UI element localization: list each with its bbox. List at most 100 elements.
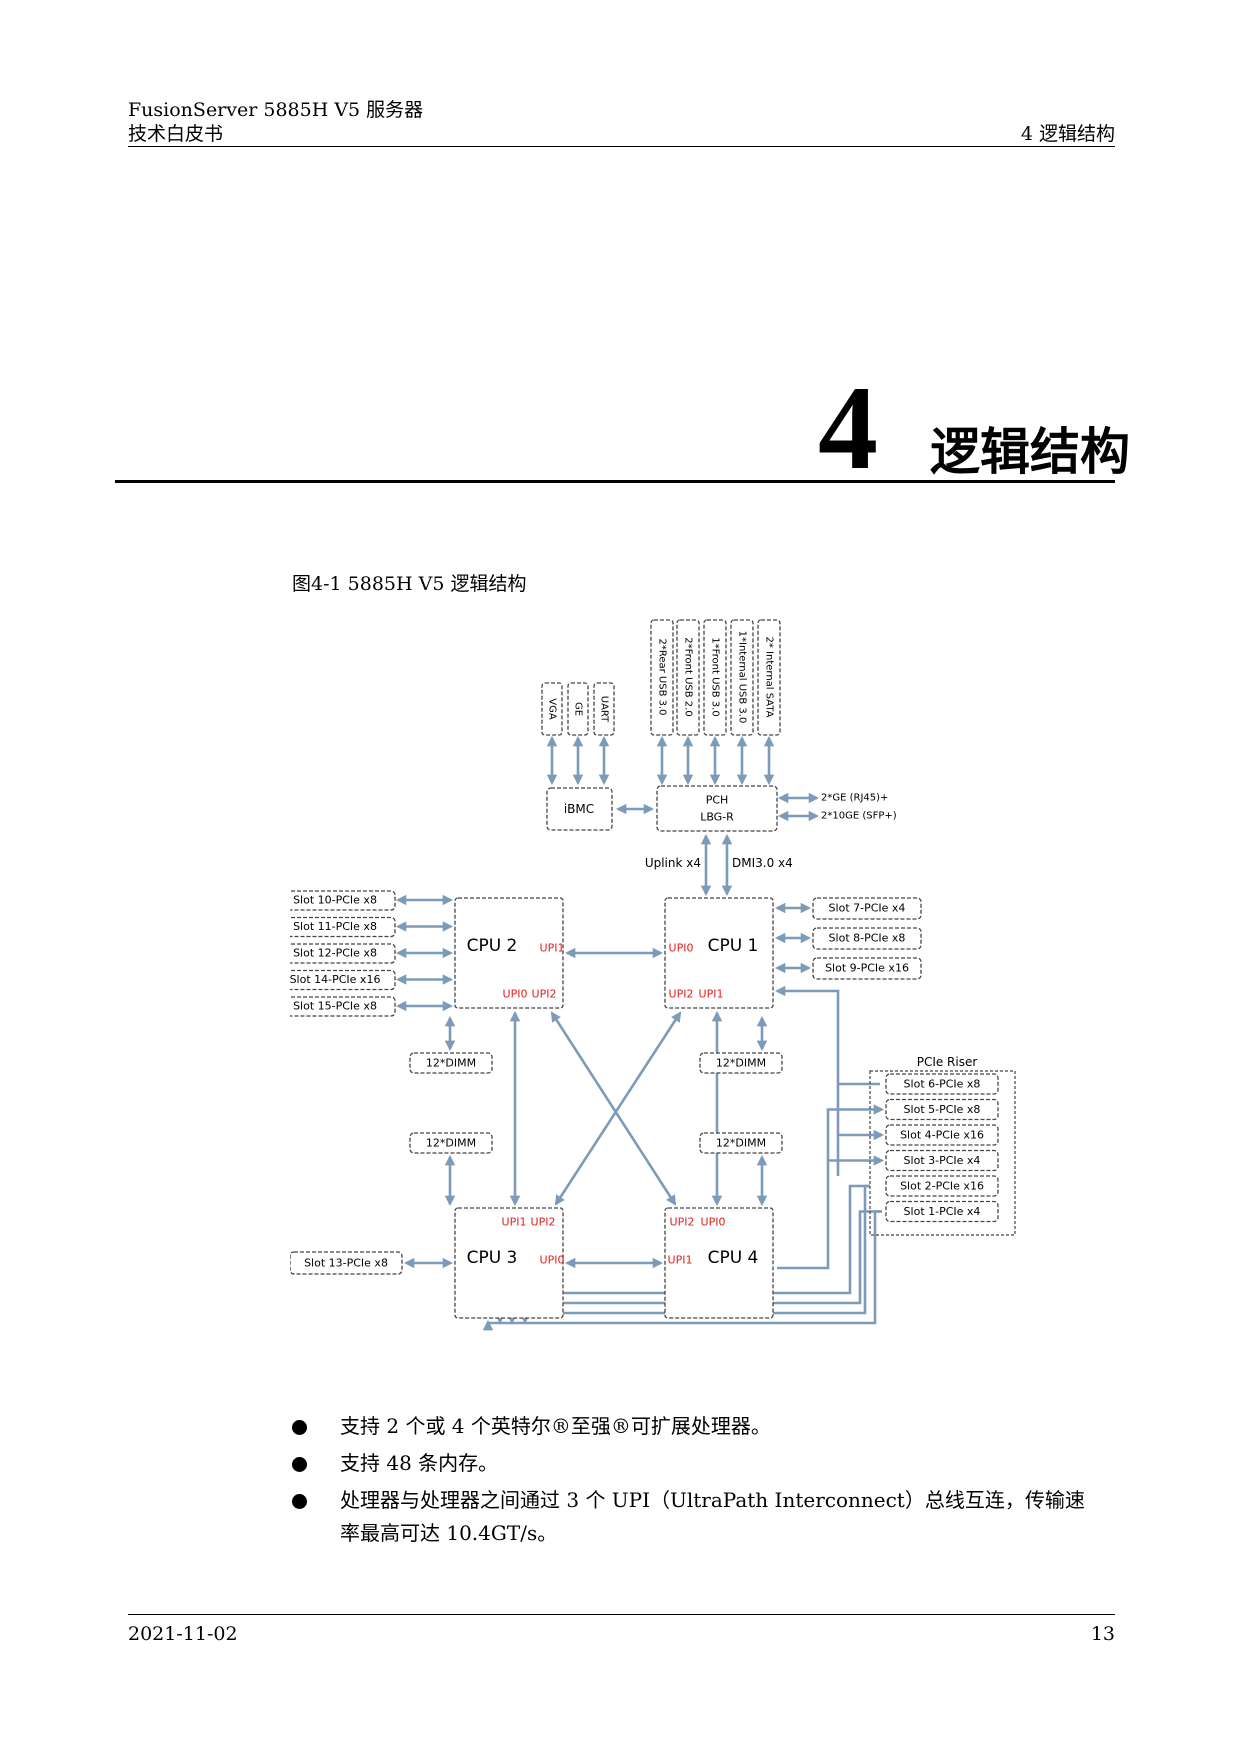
ibmc-box: [546, 787, 613, 831]
cpu2-slot-label: Slot 15-PCIe x8: [293, 1000, 377, 1013]
cpu1-upi-label: UPI0: [669, 942, 694, 955]
pch-ge-label: 2*GE (RJ45)+: [821, 793, 888, 804]
ibmc-port-label: GE: [573, 702, 584, 716]
dimm-label: 12*DIMM: [426, 1137, 476, 1150]
cpu2-slot-box: [290, 890, 396, 911]
cpu1-upi-label: UPI2: [669, 988, 694, 1001]
dmi-label: DMI3.0 x4: [732, 856, 793, 870]
footer-page-number: 13: [1090, 1623, 1115, 1645]
cpu2-slot-box: [290, 969, 396, 991]
ibmc-port-label: UART: [599, 696, 610, 723]
riser-route-cpu4: [777, 1104, 885, 1270]
riser-slot-box: [885, 1200, 999, 1223]
ibmc-port-box: [593, 682, 615, 736]
dimm-box: [699, 1132, 783, 1154]
cpu4-label: CPU 4: [708, 1248, 759, 1268]
dimm-box: [409, 1132, 493, 1154]
pcie-riser-frame: [869, 1070, 1016, 1236]
chapter-number: 4: [818, 361, 878, 494]
pch-port-label: 2*Front USB 2.0: [683, 637, 694, 716]
cpu2-slot-box: [290, 996, 396, 1017]
pch-port-label: 1*Front USB 3.0: [710, 637, 721, 716]
cpu2-slot-label: Slot 12-PCIe x8: [293, 947, 377, 960]
pch-port-label: 2*Rear USB 3.0: [657, 638, 668, 715]
cpu2-upi-label: UPI1: [540, 942, 565, 955]
header-section: 4 逻辑结构: [1020, 123, 1115, 145]
cpu3-box: [454, 1207, 564, 1319]
riser-slot-label: Slot 2-PCIe x16: [900, 1180, 984, 1193]
figure-caption: 图4-1 5885H V5 逻辑结构: [292, 573, 527, 595]
ibmc-label: iBMC: [564, 802, 594, 816]
cpu3-upi-label: UPI1: [502, 1216, 527, 1229]
dimm-box: [699, 1052, 783, 1074]
cpu2-box: [454, 897, 564, 1009]
cpu3-label: CPU 3: [467, 1248, 518, 1268]
cpu4-upi-label: UPI0: [701, 1216, 726, 1229]
riser-slot-box: [885, 1073, 999, 1095]
cpu1-slot-label: Slot 8-PCIe x8: [829, 932, 906, 945]
riser-slot-box: [885, 1124, 999, 1146]
bullet-dot: [292, 1494, 307, 1509]
cpu4-upi-label: UPI1: [668, 1254, 693, 1267]
ibmc-port-box: [541, 682, 563, 736]
riser-slot-label: Slot 6-PCIe x8: [904, 1078, 981, 1091]
bullet-text: 支持 2 个或 4 个英特尔®至强®可扩展处理器。: [340, 1414, 771, 1438]
pcie-riser-title: PCIe Riser: [917, 1055, 978, 1069]
cpu1-slot-box: [812, 897, 922, 920]
dimm-box: [409, 1052, 493, 1074]
bullet-dot: [292, 1457, 307, 1472]
cpu4-box: [664, 1207, 774, 1319]
pch-port-label: 2* Internal SATA: [764, 636, 775, 717]
pch-model-label: LBG-R: [700, 811, 734, 824]
header-rule: [128, 146, 1115, 147]
cpu2-slot-box: [290, 916, 396, 938]
pch-port-box: [676, 619, 700, 736]
cpu3-upi-label: UPI2: [531, 1216, 556, 1229]
dimm-label: 12*DIMM: [716, 1057, 766, 1070]
header-doc-title: FusionServer 5885H V5 服务器: [128, 99, 424, 121]
cpu3-slot-label: Slot 13-PCIe x8: [304, 1257, 388, 1270]
cpu4-upi-label: UPI2: [670, 1216, 695, 1229]
dimm-label: 12*DIMM: [716, 1137, 766, 1150]
cpu2-label: CPU 2: [467, 936, 518, 956]
cpu2-slot-label: Slot 10-PCIe x8: [293, 894, 377, 907]
chapter-rule: [115, 480, 1115, 483]
cpu1-label: CPU 1: [708, 936, 759, 956]
links-layer: [395, 735, 885, 1331]
riser-slot-box: [885, 1149, 999, 1172]
pch-port-box: [730, 619, 754, 736]
upi-link-cpu2-cpu4: [550, 1011, 677, 1206]
dimm-label: 12*DIMM: [426, 1057, 476, 1070]
ibmc-port-box: [567, 682, 589, 736]
pch-port-box: [757, 619, 781, 736]
cpu2-slot-label: Slot 11-PCIe x8: [293, 920, 377, 933]
riser-route-cpu3-d: [482, 1210, 882, 1331]
riser-slot-label: Slot 4-PCIe x16: [900, 1129, 984, 1142]
cpu3-slot-box: [290, 1251, 403, 1275]
pch-10ge-label: 2*10GE (SFP+): [821, 811, 897, 822]
footer-rule: [128, 1614, 1115, 1615]
cpu2-upi-label: UPI2: [532, 988, 557, 1001]
upi-link-cpu1-cpu3: [554, 1011, 682, 1206]
cpu1-slot-label: Slot 9-PCIe x16: [825, 962, 909, 975]
uplink-label: Uplink x4: [645, 856, 701, 870]
cpu1-slot-label: Slot 7-PCIe x4: [829, 902, 906, 915]
footer-date: 2021-11-02: [128, 1623, 238, 1645]
riser-slot-box: [885, 1098, 999, 1121]
cpu2-slot-box: [290, 943, 396, 964]
bullet-text: 支持 48 条内存。: [340, 1451, 499, 1475]
cpu1-upi-label: UPI1: [699, 988, 724, 1001]
cpu1-slot-box: [812, 927, 922, 950]
riser-slot-label: Slot 5-PCIe x8: [904, 1103, 981, 1116]
cpu1-box: [664, 897, 774, 1009]
cpu2-slot-label: Slot 14-PCIe x16: [290, 973, 380, 986]
riser-route-cpu1: [774, 985, 880, 1176]
cpu1-slot-box: [812, 957, 922, 980]
pch-port-box: [650, 619, 674, 736]
cpu3-upi-label: UPI0: [540, 1254, 565, 1267]
chapter-title: 逻辑结构: [930, 423, 1130, 481]
pch-label: PCH: [706, 794, 729, 807]
header-doc-type: 技术白皮书: [128, 123, 224, 145]
